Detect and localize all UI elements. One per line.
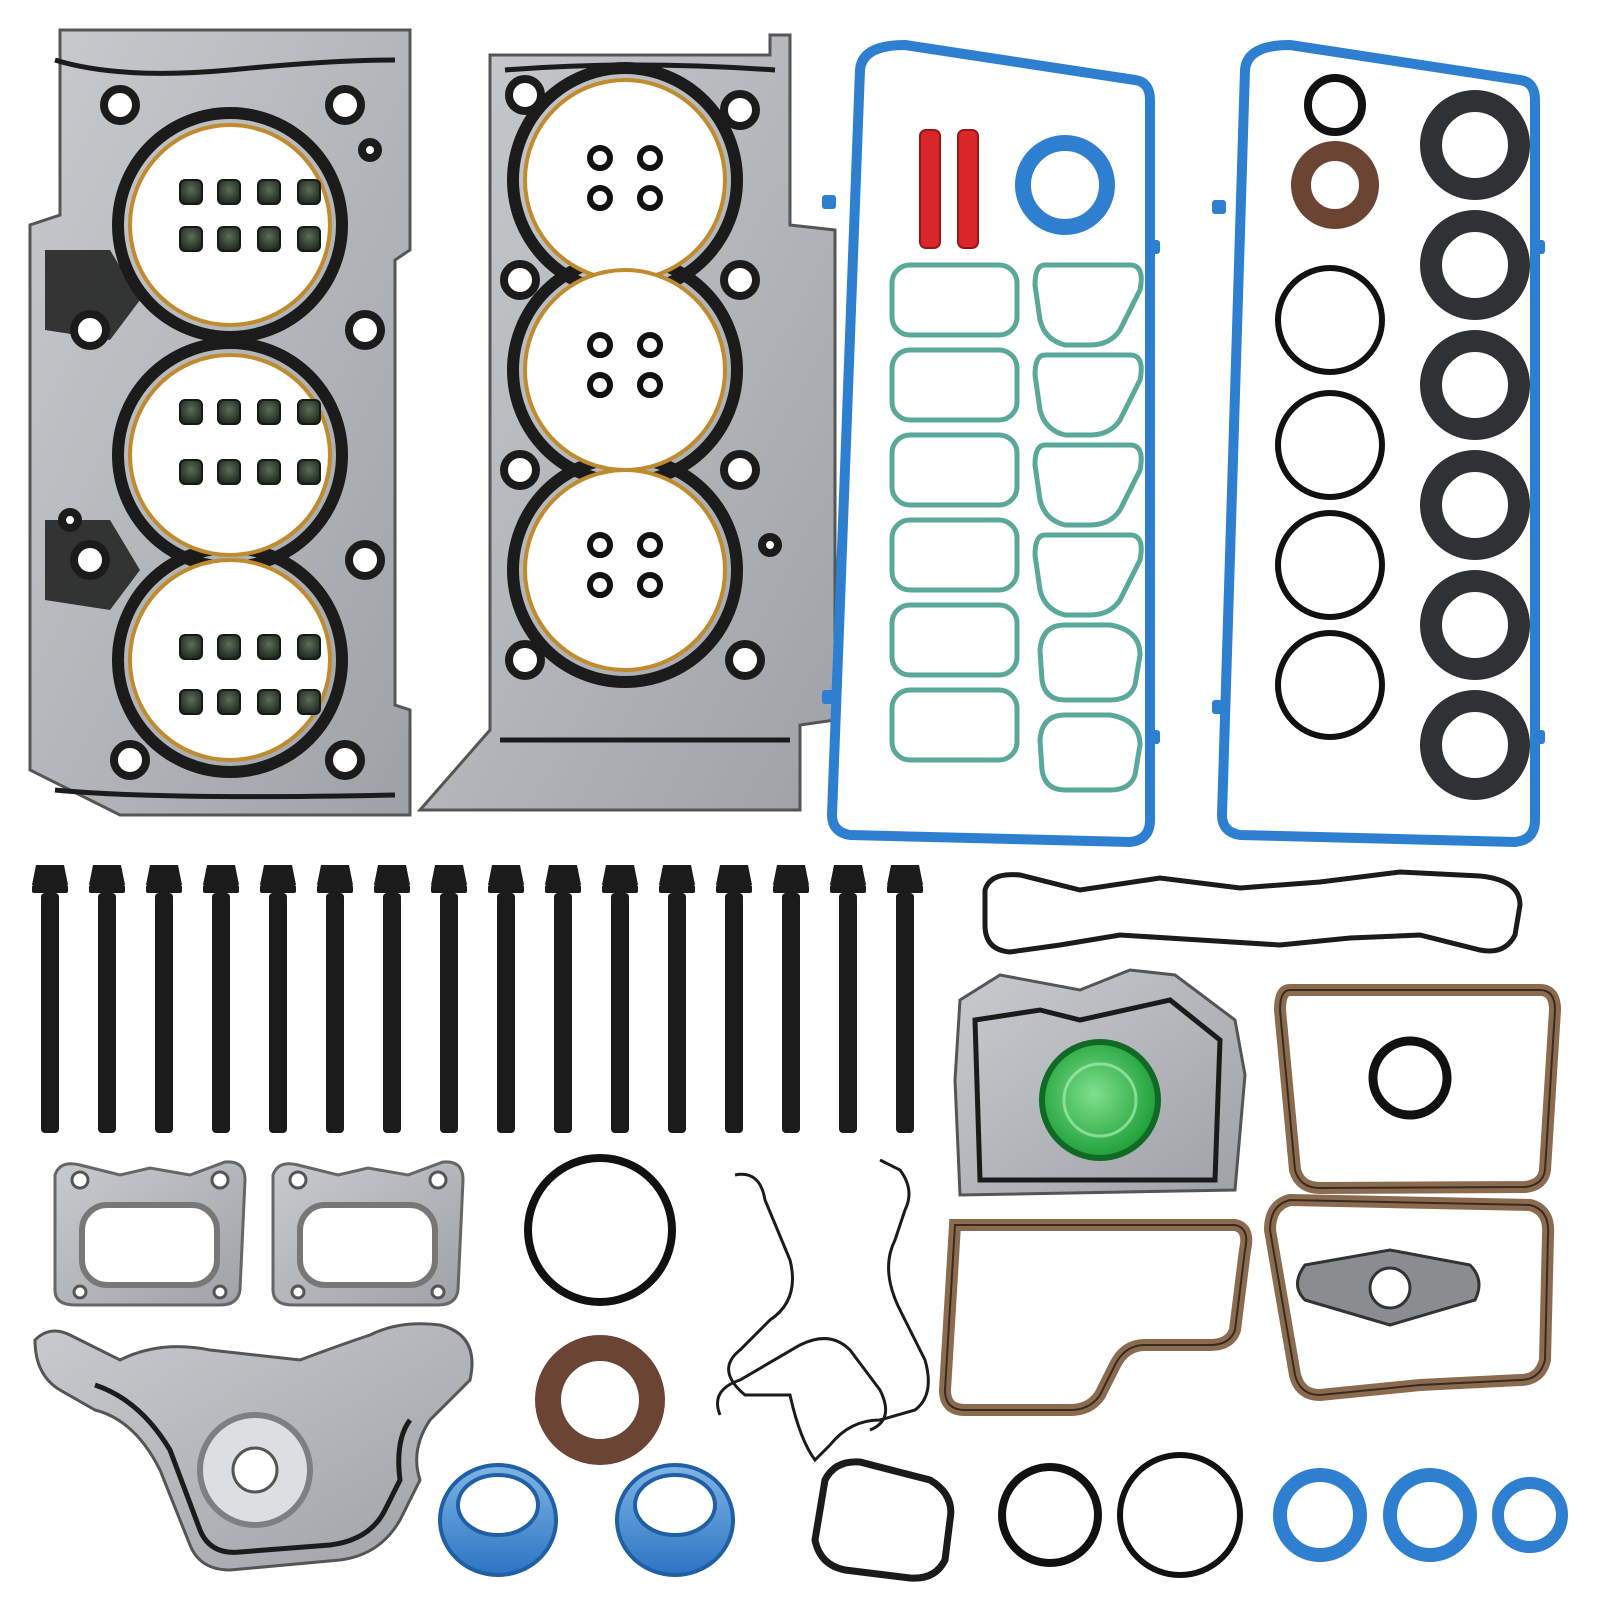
o-ring-bottom-2 — [1117, 1452, 1243, 1578]
cork-gasket-lower — [938, 1219, 1253, 1416]
tube-seals — [1420, 90, 1530, 800]
timing-cover-rope-gasket — [727, 1158, 930, 1463]
head-bolt — [146, 865, 182, 1133]
valve-cover-gasket-right — [1212, 40, 1545, 847]
thermostat-gasket — [811, 1458, 955, 1582]
head-bolt — [716, 865, 752, 1133]
exhaust-manifold-gasket-right — [271, 1160, 465, 1307]
spark-plug-tube-orings — [587, 145, 663, 598]
blue-seal-small-2 — [1383, 1468, 1477, 1562]
valve-stem-seals — [179, 179, 321, 715]
head-bolt — [545, 865, 581, 1133]
head-bolt — [32, 865, 68, 1133]
blue-tube-seal-left — [438, 1463, 558, 1577]
brown-oil-seal — [1291, 141, 1379, 229]
front-crank-seal — [535, 1335, 665, 1465]
head-bolt — [317, 865, 353, 1133]
cork-gasket-upper — [1273, 984, 1562, 1195]
head-gasket-right — [416, 33, 837, 812]
cork-gasket-lower-right — [1263, 1193, 1555, 1402]
head-bolt — [659, 865, 695, 1133]
exhaust-manifold-gasket-left — [53, 1160, 247, 1307]
head-bolt — [773, 865, 809, 1133]
blue-seal-small-3 — [1492, 1477, 1568, 1553]
head-bolt — [830, 865, 866, 1133]
large-o-ring — [524, 1154, 676, 1306]
water-pump-gasket — [33, 1322, 474, 1572]
small-o-ring — [1304, 74, 1366, 136]
head-bolts — [32, 865, 923, 1133]
red-plugs — [919, 129, 979, 249]
head-bolt — [203, 865, 239, 1133]
blue-seal — [1015, 135, 1115, 235]
valve-cover-gasket-left — [822, 40, 1160, 847]
head-bolt — [260, 865, 296, 1133]
o-ring-bottom-1 — [998, 1463, 1102, 1567]
blue-tube-seal-right — [615, 1463, 735, 1577]
blue-seal-small-1 — [1273, 1468, 1367, 1562]
intake-port-gaskets — [889, 262, 1144, 793]
head-bolt — [887, 865, 923, 1133]
head-bolt — [89, 865, 125, 1133]
head-bolt — [374, 865, 410, 1133]
head-bolt — [488, 865, 524, 1133]
rear-main-seal-housing — [953, 968, 1247, 1197]
head-bolt — [431, 865, 467, 1133]
large-o-rings — [1275, 265, 1385, 740]
head-bolt — [602, 865, 638, 1133]
long-rubber-gasket — [982, 869, 1523, 955]
